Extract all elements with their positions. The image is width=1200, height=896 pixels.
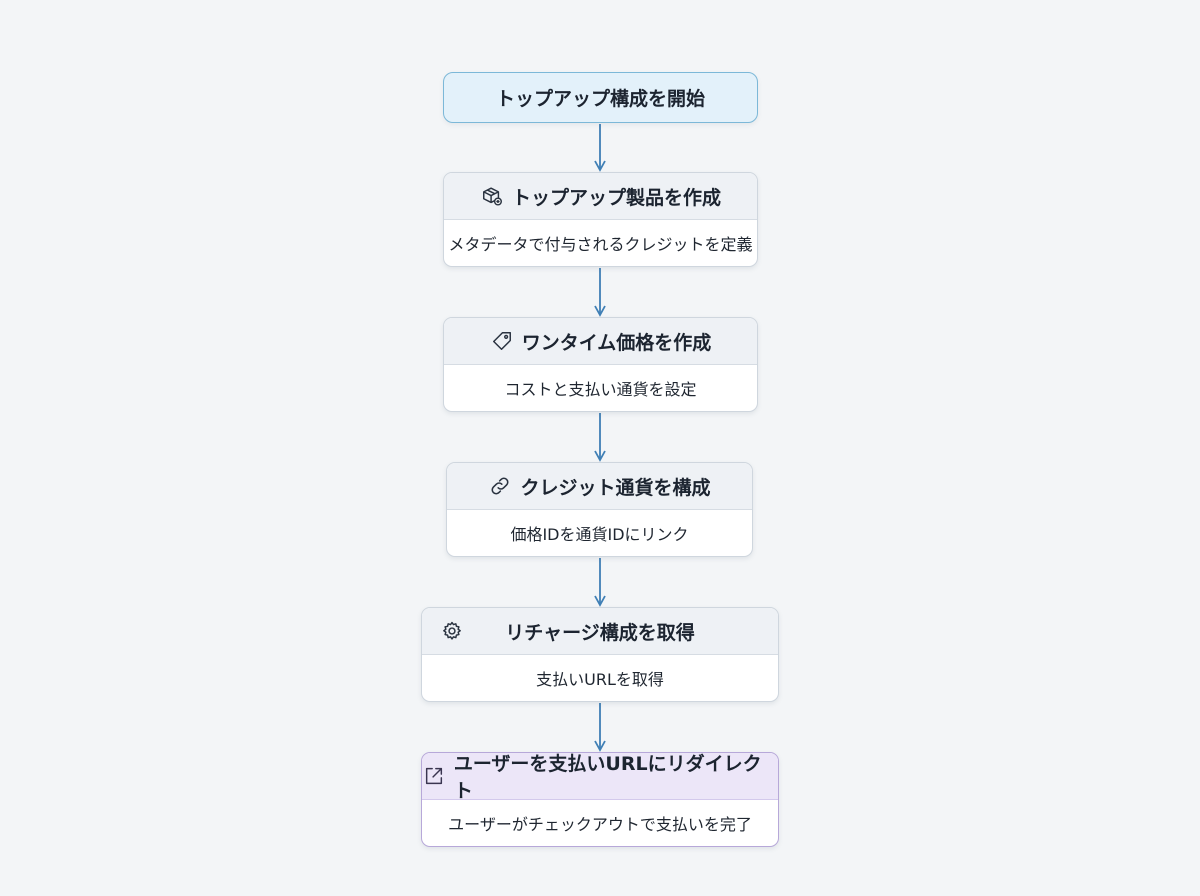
link-icon <box>488 474 512 498</box>
step-header: リチャージ構成を取得 <box>422 608 778 655</box>
step-header: ユーザーを支払いURLにリダイレクト <box>422 753 778 802</box>
step-title: ワンタイム価格を作成 <box>521 331 712 354</box>
step-description: 支払いURLを取得 <box>536 670 664 689</box>
step-title: トップアップ製品を作成 <box>511 186 721 209</box>
step-title: ユーザーを支払いURLにリダイレクト <box>453 753 762 802</box>
step-header: ワンタイム価格を作成 <box>444 318 757 365</box>
step-create-topup-product: トップアップ製品を作成 メタデータで付与されるクレジットを定義 <box>443 172 758 267</box>
step-description: 価格IDを通貨IDにリンク <box>510 525 689 544</box>
step-title: リチャージ構成を取得 <box>505 621 695 644</box>
step-redirect-to-payment-url: ユーザーを支払いURLにリダイレクト ユーザーがチェックアウトで支払いを完了 <box>421 752 779 847</box>
package-icon <box>480 184 504 208</box>
step-header: トップアップ製品を作成 <box>444 173 757 220</box>
step-title: クレジット通貨を構成 <box>520 476 711 499</box>
step-description: ユーザーがチェックアウトで支払いを完了 <box>448 815 752 834</box>
step-description: コストと支払い通貨を設定 <box>504 380 697 399</box>
start-node-label: トップアップ構成を開始 <box>495 88 705 110</box>
external-link-icon <box>422 764 446 788</box>
step-header: クレジット通貨を構成 <box>447 463 752 510</box>
gear-icon <box>440 619 464 643</box>
step-get-recharge-config: リチャージ構成を取得 支払いURLを取得 <box>421 607 779 702</box>
step-create-one-time-price: ワンタイム価格を作成 コストと支払い通貨を設定 <box>443 317 758 412</box>
start-node: トップアップ構成を開始 <box>443 72 758 123</box>
step-configure-credit-currency: クレジット通貨を構成 価格IDを通貨IDにリンク <box>446 462 753 557</box>
tag-icon <box>490 329 514 353</box>
step-description: メタデータで付与されるクレジットを定義 <box>448 235 753 254</box>
